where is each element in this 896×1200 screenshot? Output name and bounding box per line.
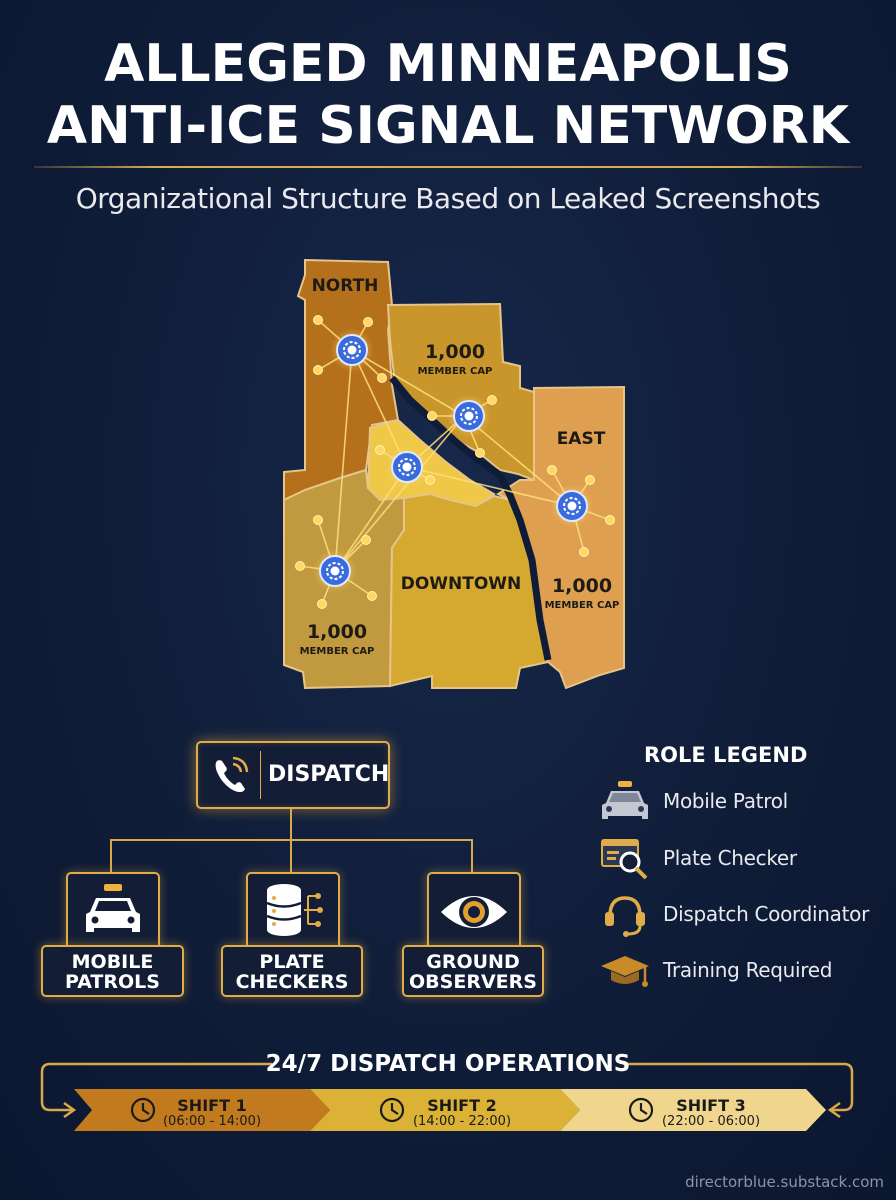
clock-icon: [130, 1097, 156, 1123]
shift-timeline: [40, 1062, 854, 1131]
shift-1-name: SHIFT 1: [177, 1096, 247, 1115]
plate-search-icon: [601, 839, 648, 880]
label-north: NORTH: [312, 276, 379, 296]
cap-label-northeast: MEMBER CAP: [418, 366, 493, 377]
ground-observers-line1: GROUND: [426, 951, 520, 973]
shift-2-bar: [310, 1089, 580, 1131]
legend-title: ROLE LEGEND: [644, 743, 808, 767]
cap-label-southwest: MEMBER CAP: [300, 646, 375, 657]
source-credit: directorblue.substack.com: [685, 1173, 884, 1191]
cap-label-east: MEMBER CAP: [545, 600, 620, 611]
mobile-patrols-line2: PATROLS: [65, 971, 160, 993]
title-divider: [34, 166, 862, 168]
eye-icon: [441, 896, 507, 928]
legend-item-training-required: Training Required: [598, 946, 888, 996]
legend-label-training-required: Training Required: [663, 958, 833, 982]
river: [389, 375, 552, 661]
database-icon: [266, 884, 323, 936]
shift-3-name: SHIFT 3: [676, 1096, 746, 1115]
shift-1-time: (06:00 - 14:00): [162, 1114, 262, 1129]
legend-item-mobile-patrol: Mobile Patrol: [598, 777, 888, 827]
clock-icon: [628, 1097, 654, 1123]
cap-value-northeast: 1,000: [425, 341, 485, 363]
legend-label-mobile-patrol: Mobile Patrol: [663, 789, 788, 813]
phone-icon: [215, 756, 249, 793]
operations-title: 24/7 DISPATCH OPERATIONS: [265, 1051, 631, 1077]
subtitle: Organizational Structure Based on Leaked…: [75, 182, 821, 215]
dispatch-separator: [260, 751, 261, 799]
cap-value-east: 1,000: [552, 575, 612, 597]
ground-observers-icon-box: [427, 872, 521, 952]
plate-checkers-icon-box: [246, 872, 340, 952]
plate-checkers-line1: PLATE: [259, 951, 325, 973]
mobile-patrols-line1: MOBILE: [71, 951, 154, 973]
title-line-1: ALLEGED MINNEAPOLIS: [104, 34, 792, 94]
police-car-icon: [86, 884, 140, 932]
label-downtown: DOWNTOWN: [401, 574, 522, 594]
ground-observers-label: GROUND OBSERVERS: [402, 945, 544, 997]
legend-item-dispatch-coordinator: Dispatch Coordinator: [598, 890, 888, 940]
cap-value-southwest: 1,000: [307, 621, 367, 643]
shift-2-name: SHIFT 2: [427, 1096, 497, 1115]
shift-2-time: (14:00 - 22:00): [412, 1114, 512, 1129]
legend-item-plate-checker: Plate Checker: [598, 834, 888, 884]
plate-checkers-label: PLATE CHECKERS: [221, 945, 363, 997]
headset-icon: [605, 896, 645, 937]
legend-label-dispatch-coordinator: Dispatch Coordinator: [663, 902, 869, 926]
dispatch-label: DISPATCH: [268, 762, 390, 787]
network-map: NORTH EAST DOWNTOWN 1,000 MEMBER CAP 1,0…: [283, 258, 625, 690]
signal-hubs: [313, 328, 594, 593]
police-car-icon: [602, 781, 648, 819]
title-line-2: ANTI-ICE SIGNAL NETWORK: [46, 96, 850, 156]
legend-label-plate-checker: Plate Checker: [663, 846, 797, 870]
mobile-patrols-label: MOBILE PATROLS: [41, 945, 184, 997]
shift-3-time: (22:00 - 06:00): [661, 1114, 761, 1129]
ground-observers-line2: OBSERVERS: [409, 971, 537, 993]
dispatch-node: DISPATCH: [196, 741, 390, 809]
shift-3-bar: [560, 1089, 826, 1131]
network-endpoints: [295, 315, 615, 609]
clock-icon: [379, 1097, 405, 1123]
plate-checkers-line2: CHECKERS: [235, 971, 349, 993]
graduation-cap-icon: [601, 956, 649, 987]
mobile-patrols-icon-box: [66, 872, 160, 952]
label-east: EAST: [557, 429, 606, 449]
